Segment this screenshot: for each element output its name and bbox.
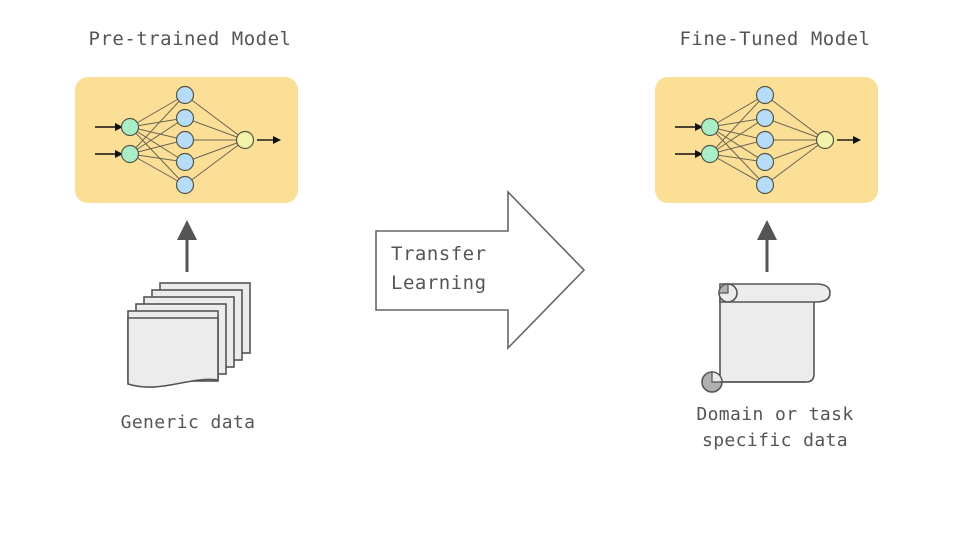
- page-title-finetuned-model: Fine-Tuned Model: [679, 28, 871, 50]
- network-output-node: [235, 130, 255, 150]
- network-input-nodes: [120, 117, 140, 164]
- finetuned-model-panel: [655, 77, 878, 203]
- pretrained-model-panel: [75, 77, 298, 203]
- network-edges: [709, 94, 826, 186]
- up-arrow-icon-right: [757, 220, 777, 272]
- scroll-document-icon: [701, 283, 831, 393]
- network-hidden-nodes: [755, 85, 775, 195]
- scroll-top-curl-shade: [718, 283, 729, 294]
- stacked-papers-icon: [127, 282, 251, 388]
- network-output-arrow: [837, 136, 861, 144]
- right-block-arrow-icon: [375, 190, 586, 350]
- page-title-pretrained-model: Pre-trained Model: [88, 28, 292, 50]
- network-input-nodes: [700, 117, 720, 164]
- network-output-arrow: [257, 136, 281, 144]
- scroll-top-roll: [719, 283, 831, 303]
- network-input-arrows: [95, 123, 123, 158]
- network-input-arrows: [675, 123, 703, 158]
- network-edges: [129, 94, 246, 186]
- up-arrow-icon-left: [177, 220, 197, 272]
- network-hidden-nodes: [175, 85, 195, 195]
- scroll-body: [719, 291, 815, 383]
- neural-network-diagram-left: [95, 85, 281, 195]
- network-output-node: [815, 130, 835, 150]
- transfer-learning-label: Transfer Learning: [391, 243, 487, 294]
- caption-domain-specific-data: Domain or task specific data: [696, 404, 854, 452]
- neural-network-diagram-right: [675, 85, 861, 195]
- caption-generic-data: Generic data: [120, 412, 256, 433]
